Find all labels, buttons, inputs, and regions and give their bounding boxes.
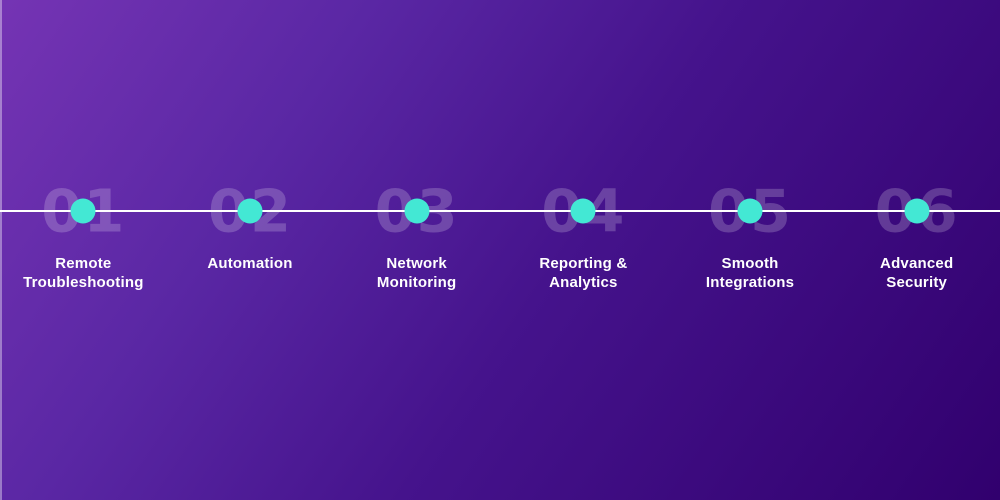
timeline-dot xyxy=(70,198,96,224)
step-label: Reporting & Analytics xyxy=(539,255,628,291)
step-label: Remote Troubleshooting xyxy=(23,255,144,291)
timeline-item-4: 04 Reporting & Analytics xyxy=(500,0,667,500)
step-label: Advanced Security xyxy=(880,255,954,291)
step-label: Smooth Integrations xyxy=(705,255,795,291)
timeline-dot xyxy=(737,198,763,224)
timeline-item-2: 02 Automation xyxy=(167,0,334,500)
timeline-item-6: 06 Advanced Security xyxy=(833,0,1000,500)
timeline-dot xyxy=(570,198,596,224)
step-label: Automation xyxy=(207,255,293,272)
timeline-item-1: 01 Remote Troubleshooting xyxy=(0,0,167,500)
timeline-item-5: 05 Smooth Integrations xyxy=(667,0,834,500)
timeline-dot xyxy=(904,198,930,224)
timeline-item-3: 03 Network Monitoring xyxy=(333,0,500,500)
timeline-axis-line xyxy=(0,210,1000,212)
timeline-dot xyxy=(237,198,263,224)
step-label: Network Monitoring xyxy=(376,255,457,291)
left-edge-highlight xyxy=(0,0,2,500)
timeline-dot xyxy=(404,198,430,224)
